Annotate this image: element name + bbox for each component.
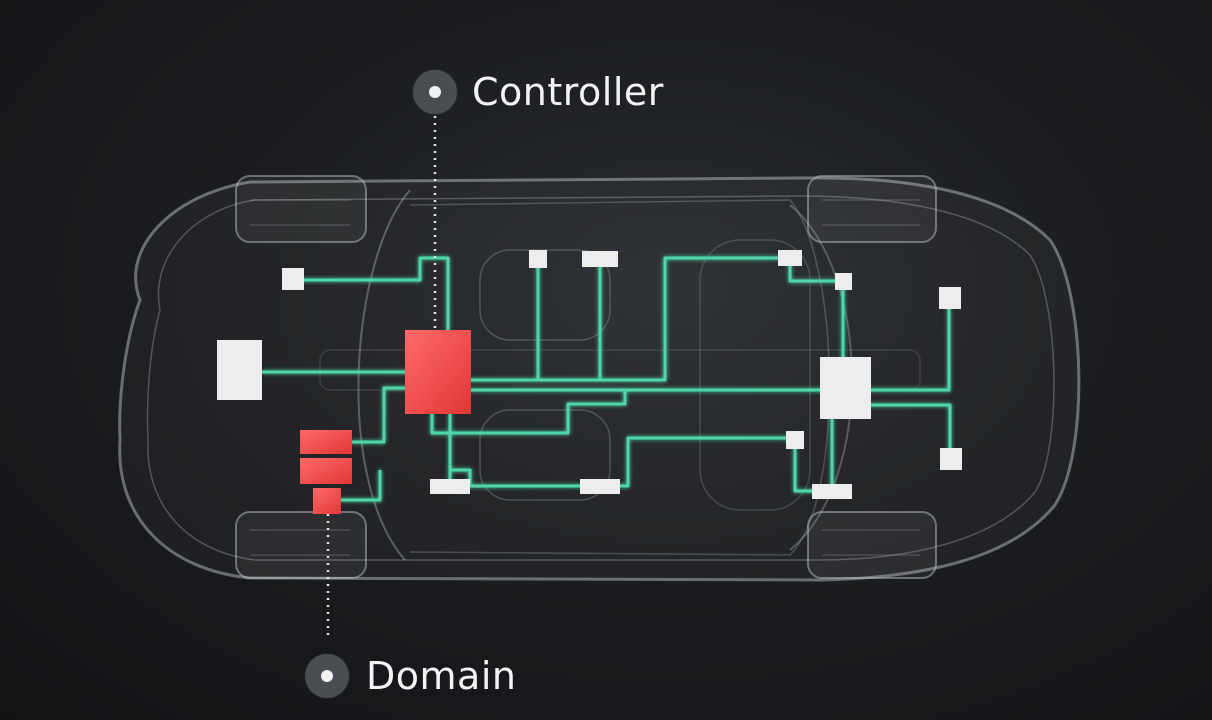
red-units [300, 330, 471, 514]
car-outline [118, 176, 1081, 582]
node-top-a [529, 250, 547, 268]
network-wires [262, 256, 952, 502]
ecu-nodes [217, 250, 962, 499]
node-rear-right-low [940, 448, 962, 470]
node-rear-top [778, 250, 802, 266]
node-front-module [217, 340, 262, 400]
domain-callout-dot [305, 654, 349, 698]
controller-label: Controller [472, 70, 664, 114]
node-top-b [582, 251, 618, 267]
node-rear-mid [786, 431, 804, 449]
seat-rear-bench [699, 239, 811, 511]
wire-rear-top [788, 258, 845, 390]
car-inner-outline [146, 195, 1055, 561]
node-front-left [282, 268, 304, 290]
node-rear-hub [820, 357, 871, 419]
domain-unit-top [300, 430, 352, 454]
wheel-front-right [235, 511, 367, 579]
controller-callout-dot [413, 70, 457, 114]
node-rear-bottom [812, 484, 852, 499]
wheel-rear-left [807, 175, 937, 243]
controller-unit [405, 330, 471, 414]
car-body [118, 175, 1081, 582]
domain-unit-low [313, 488, 341, 514]
node-bottom-mid [580, 479, 620, 494]
wire-rear-right-top [870, 298, 951, 392]
domain-label: Domain [366, 654, 517, 698]
wire-domain-stack [352, 386, 408, 444]
wire-rear-right-low [870, 403, 952, 458]
node-bottom-left [430, 479, 470, 494]
wire-main-bus [470, 256, 790, 382]
domain-unit-mid [300, 458, 352, 484]
node-rear-mid-top [835, 273, 852, 290]
wheel-front-left [235, 175, 367, 243]
seat-front-right [479, 409, 611, 501]
wire-front-left-node [293, 256, 450, 330]
wheel-rear-right [807, 511, 937, 579]
node-rear-right-top [939, 287, 961, 309]
wire-domain-low [340, 470, 382, 502]
